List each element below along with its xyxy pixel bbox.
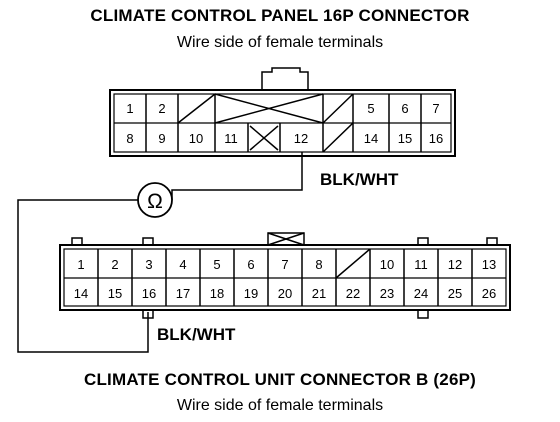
pin-label: 7	[432, 101, 439, 116]
ohmmeter-icon: Ω	[137, 182, 173, 218]
pin-label: 22	[346, 286, 360, 301]
pin-label: 9	[158, 131, 165, 146]
blank-cavity-3	[177, 93, 216, 124]
pin-label: 14	[74, 286, 88, 301]
pin-label: 1	[77, 257, 84, 272]
pin-label: 26	[482, 286, 496, 301]
pin-label: 16	[429, 131, 443, 146]
control-unit-connector-title: CLIMATE CONTROL UNIT CONNECTOR B (26P)	[84, 370, 476, 389]
pin-label: 14	[364, 131, 378, 146]
pin-label: 5	[213, 257, 220, 272]
pin-label: 6	[247, 257, 254, 272]
pin-label: 6	[401, 101, 408, 116]
pin-label: 19	[244, 286, 258, 301]
pin-label: 10	[189, 131, 203, 146]
panel-wire-color-label: BLK/WHT	[320, 170, 399, 189]
pin-label: 17	[176, 286, 190, 301]
pin-label: 12	[294, 131, 308, 146]
pin-label: 21	[312, 286, 326, 301]
pin-label: 5	[367, 101, 374, 116]
test-lead-1	[171, 152, 303, 200]
pin-label: 23	[380, 286, 394, 301]
pin-label: 8	[315, 257, 322, 272]
blank-cavity-9	[335, 248, 371, 279]
pin-label: 25	[448, 286, 462, 301]
panel-connector-subtitle: Wire side of female terminals	[176, 34, 384, 51]
connector-housing	[109, 89, 456, 157]
unit-wire-color-label: BLK/WHT	[157, 325, 236, 344]
pin-label: 12	[448, 257, 462, 272]
pin-label: 24	[414, 286, 428, 301]
pin-label: 1	[126, 101, 133, 116]
panel-connector-16p	[109, 67, 456, 157]
pin-label: 20	[278, 286, 292, 301]
control-unit-connector-26p	[59, 232, 511, 319]
pin-label: 3	[145, 257, 152, 272]
panel-connector-title: CLIMATE CONTROL PANEL 16P CONNECTOR	[90, 6, 470, 25]
panel-connector-row1-labels: 1 2 5 6 7	[126, 101, 439, 116]
pin-label: 2	[111, 257, 118, 272]
pin-label: 11	[414, 257, 428, 272]
test-lead-2	[17, 199, 149, 353]
pin-label: 13	[482, 257, 496, 272]
pin-label: 18	[210, 286, 224, 301]
control-unit-connector-subtitle: Wire side of female terminals	[176, 397, 384, 414]
pin-label: 16	[142, 286, 156, 301]
pin-label: 11	[224, 131, 238, 146]
pin-label: 15	[398, 131, 412, 146]
pin-label: 2	[158, 101, 165, 116]
panel-connector-row2-labels: 8 9 10 11 12 14 15 16	[126, 131, 443, 146]
pin-label: 15	[108, 286, 122, 301]
pin-label: 7	[281, 257, 288, 272]
pin-label: 10	[380, 257, 394, 272]
connector-housing	[59, 244, 511, 311]
pin-label: 8	[126, 131, 133, 146]
connector-latch	[261, 67, 309, 90]
ohm-symbol: Ω	[147, 190, 163, 213]
pin-label: 4	[179, 257, 186, 272]
